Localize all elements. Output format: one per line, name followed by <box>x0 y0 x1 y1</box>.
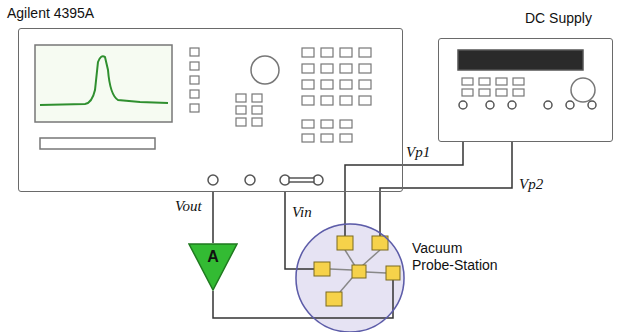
dc-supply: DC Supply <box>438 38 613 142</box>
signal-name: Vp1 <box>405 144 431 161</box>
comb-fingers <box>330 250 386 292</box>
supply-knob <box>571 78 595 102</box>
screen-trace <box>40 56 168 105</box>
supply-ports <box>459 101 596 109</box>
signal-wire <box>380 142 512 236</box>
disk-slot <box>40 138 155 149</box>
analyzer-screen <box>35 45 172 122</box>
instrument-name: Agilent 4395A <box>7 5 94 21</box>
station-ground <box>295 223 405 332</box>
analyzer-ports <box>208 175 323 185</box>
amplifier-letter: A <box>188 243 238 266</box>
analyzer-knob <box>251 56 279 84</box>
station-outline <box>295 223 405 332</box>
signal-wire <box>212 192 214 243</box>
signal-wire <box>345 142 463 236</box>
amplifier: A <box>188 243 238 291</box>
signal-name: Vp2 <box>518 176 544 193</box>
signal-wire <box>213 280 393 318</box>
button-grid <box>190 48 371 142</box>
signal-name: Vin <box>291 204 313 221</box>
network-analyzer: Agilent 4395A <box>18 28 403 192</box>
instrument-name: DC Supply <box>525 10 592 26</box>
device-pads <box>314 236 400 306</box>
supply-display <box>458 50 583 70</box>
station-name: Vacuum Probe-Station <box>412 240 502 274</box>
button-grid <box>462 78 524 96</box>
signal-name: Vout <box>174 198 203 215</box>
probe-station: Vacuum Probe-Station <box>295 223 405 332</box>
